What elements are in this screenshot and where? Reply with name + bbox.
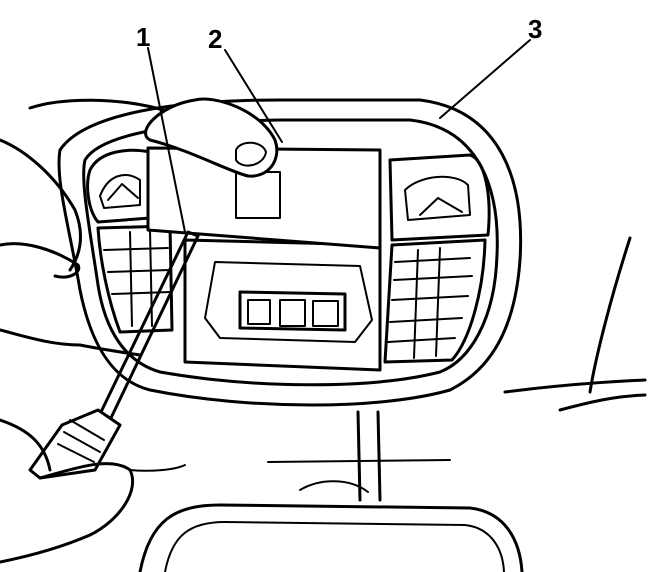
- center-recess-inner: [204, 261, 373, 343]
- mirror-inner: [164, 521, 505, 572]
- right-grille: [383, 238, 487, 364]
- headliner-lower-edge: [503, 378, 647, 394]
- callout-2: 2: [208, 24, 222, 54]
- headliner-right-edge: [588, 236, 632, 394]
- leader-line-3: [439, 39, 531, 119]
- left-hand-outline: [0, 138, 82, 279]
- left-hand-lower: [0, 328, 142, 357]
- console-bezel-outer: [57, 98, 523, 407]
- mirror-stem: [356, 410, 382, 502]
- right-lamp-mark: [419, 197, 463, 216]
- screwdriver-shaft: [98, 230, 200, 422]
- mirror-mount: [299, 480, 369, 493]
- console-lens-cover: [146, 146, 382, 250]
- upper-hand: [144, 97, 279, 178]
- fingernail: [235, 141, 267, 167]
- right-lamp-lens: [404, 175, 471, 221]
- leader-line-2: [224, 49, 283, 143]
- windshield-line: [267, 459, 451, 463]
- switch-bank: [238, 290, 347, 332]
- headliner-left-curve: [28, 98, 172, 114]
- callout-1: 1: [136, 22, 150, 52]
- callout-3: 3: [528, 14, 542, 44]
- headliner-bottom-right: [558, 393, 647, 412]
- leader-line-1: [147, 47, 186, 233]
- rear-view-mirror: [138, 503, 524, 572]
- left-lamp-lens: [99, 174, 141, 209]
- lower-hand-sleeve: [129, 464, 186, 472]
- right-lamp-housing: [388, 153, 491, 242]
- lower-hand: [0, 418, 135, 564]
- left-lamp-mark: [107, 183, 139, 201]
- center-recess: [183, 238, 382, 372]
- console-bezel-inner: [82, 118, 499, 387]
